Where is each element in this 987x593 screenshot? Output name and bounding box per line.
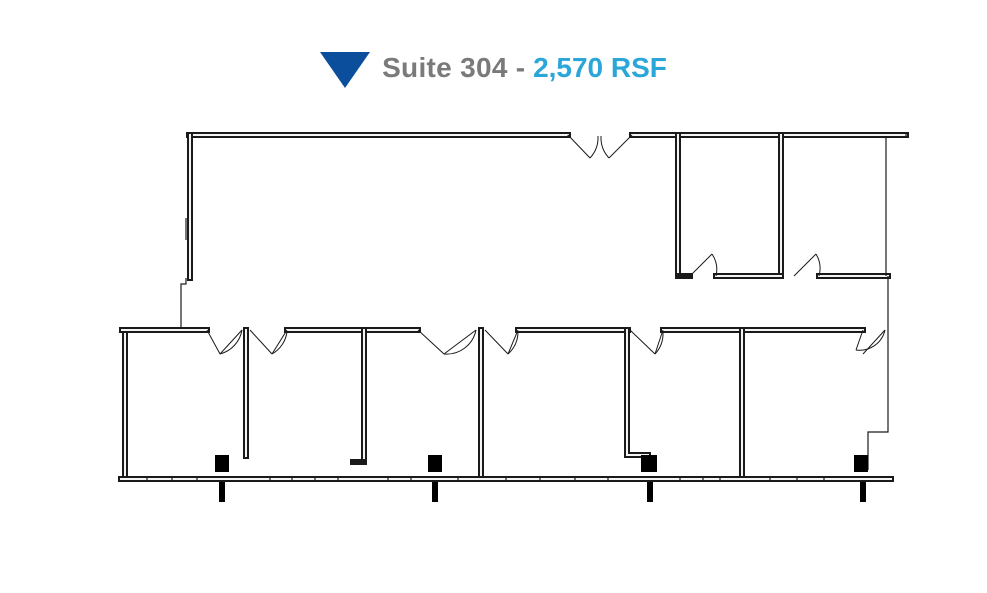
triangle-down-icon [320,52,371,88]
doors [206,134,886,355]
title-separator: - [515,52,526,83]
building-columns [215,455,868,502]
window-mullions [146,476,825,482]
suite-label: Suite 304 [382,52,508,83]
area-label: 2,570 RSF [533,52,667,83]
plan-title: Suite 304 - 2,570 RSF [0,48,987,88]
wall-details [185,132,907,240]
walls [118,132,909,482]
